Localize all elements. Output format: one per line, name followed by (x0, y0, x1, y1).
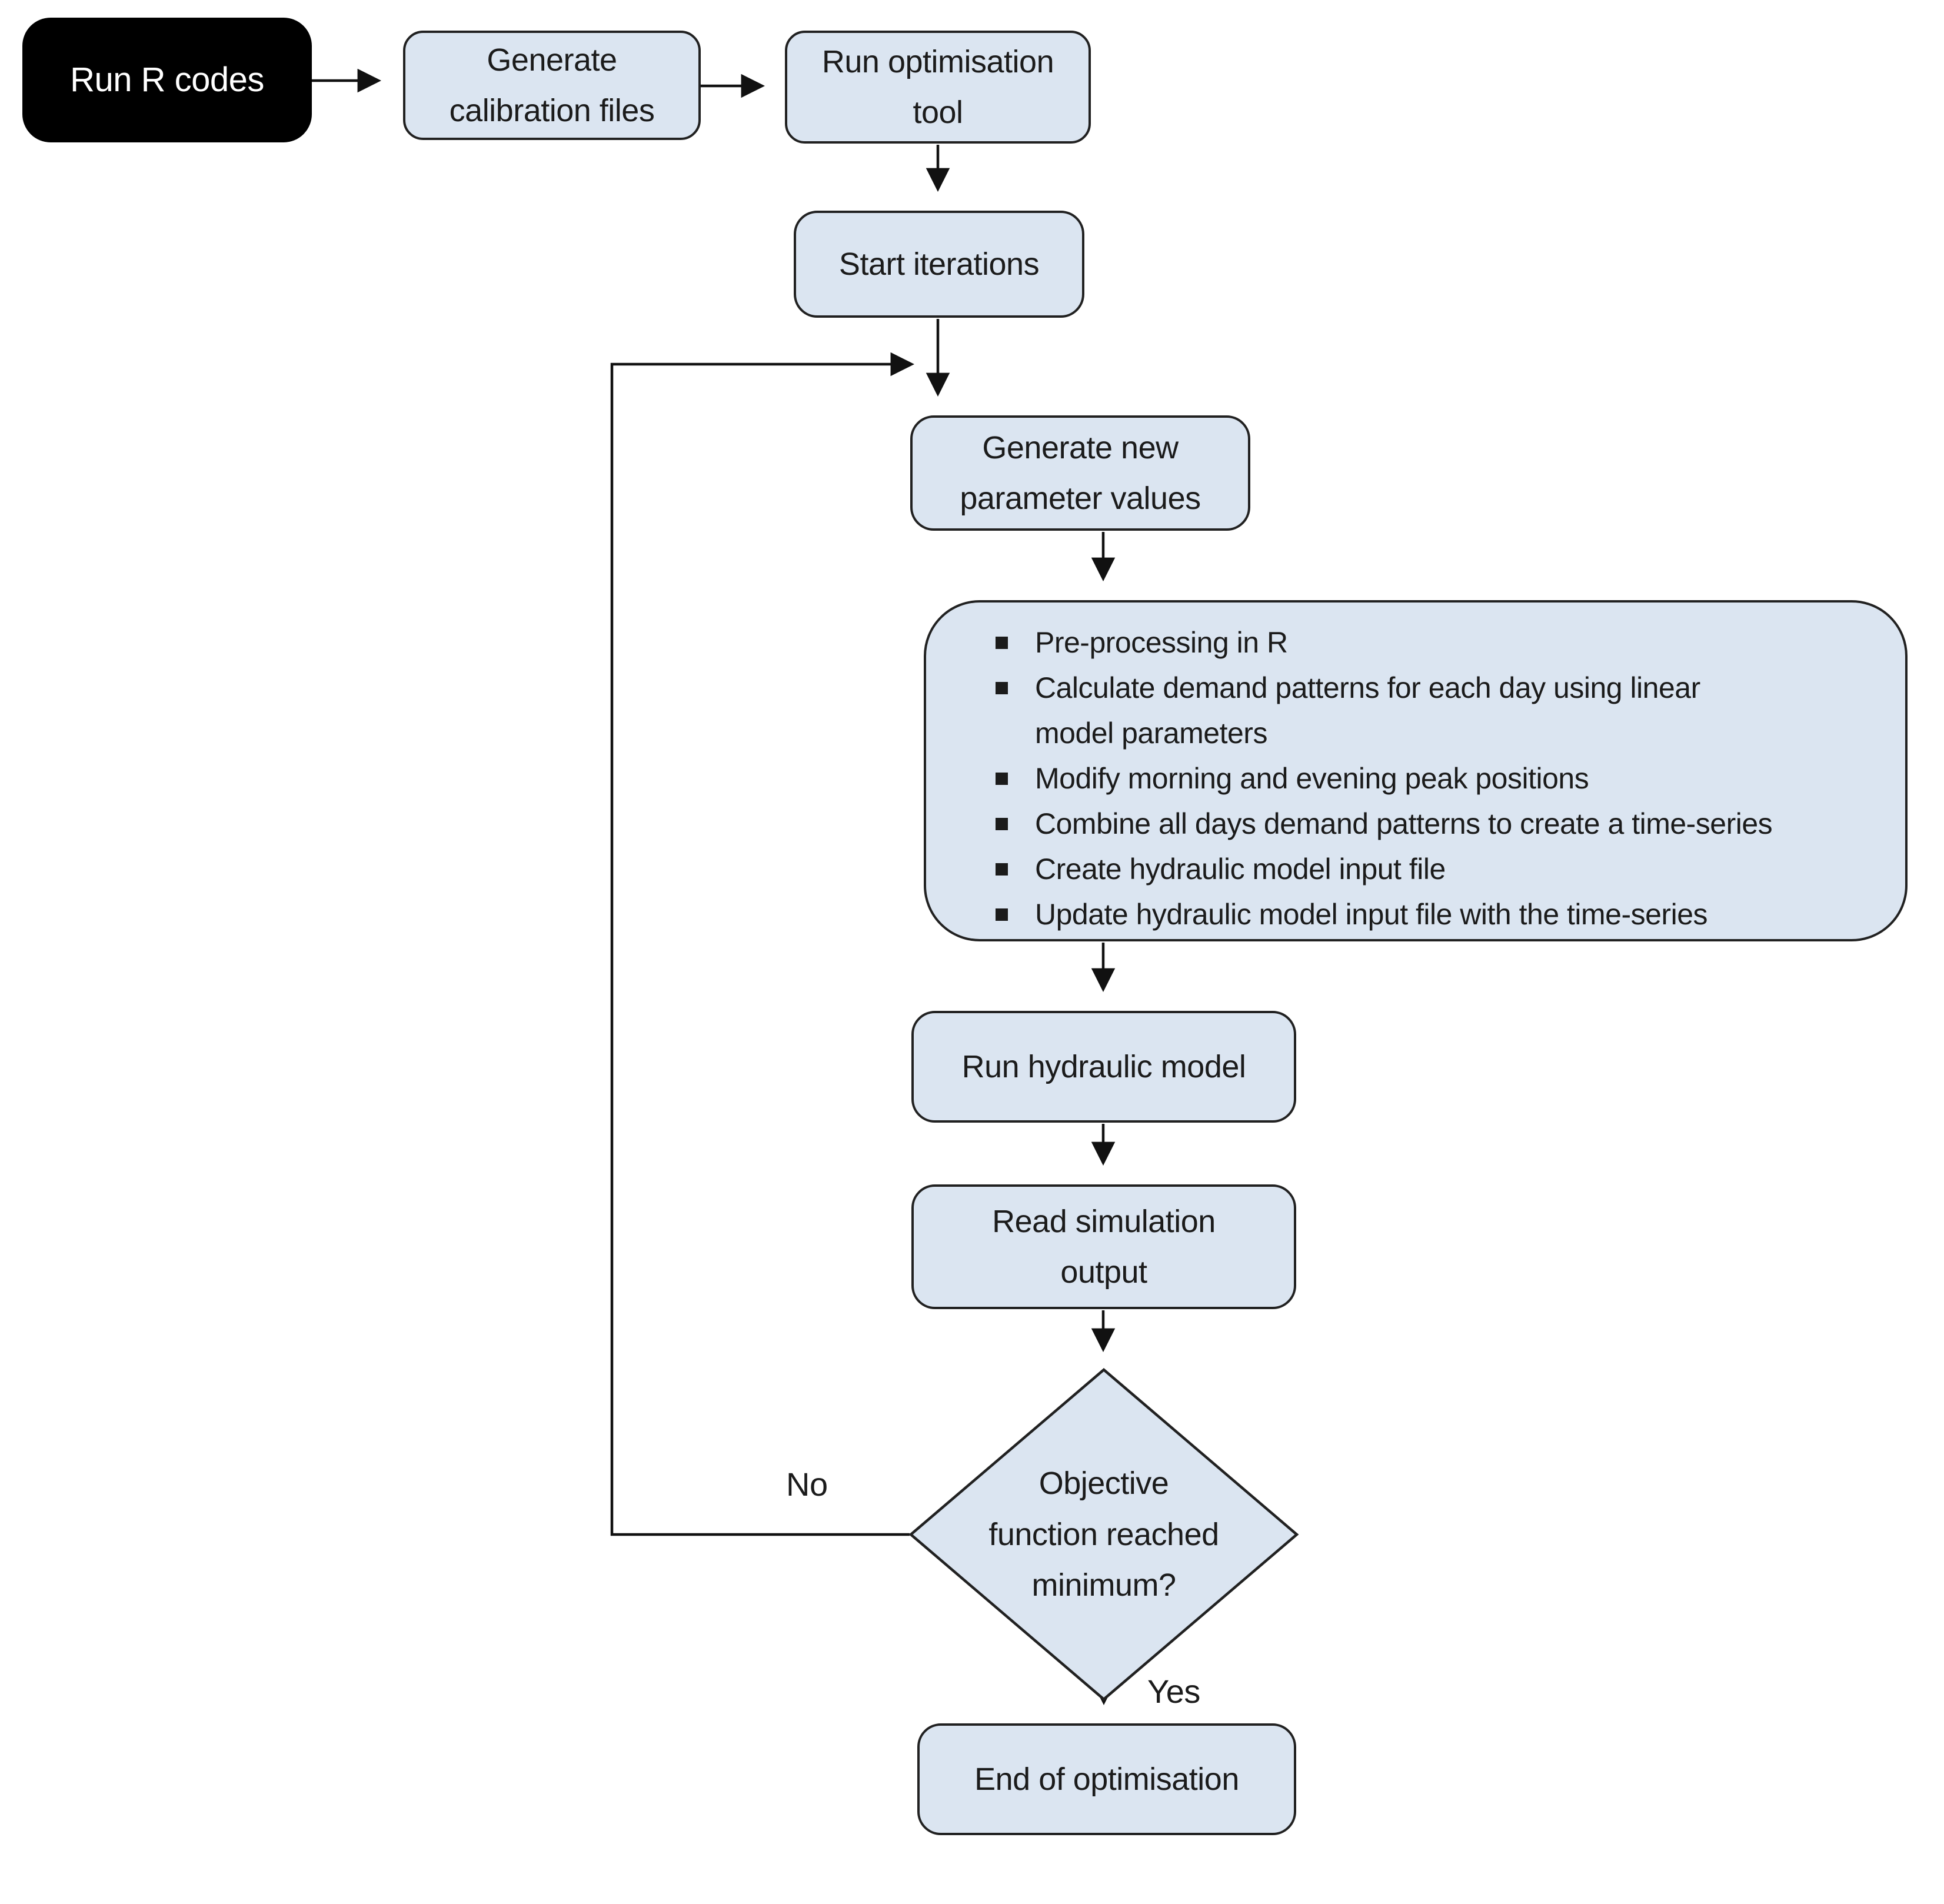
decision-label: Objective function reached minimum? (986, 1440, 1221, 1629)
node-generate-new-parameter-values: Generate new parameter values (910, 415, 1250, 531)
generate-new-parameter-values-label: Generate new parameter values (960, 430, 1201, 516)
node-start-iterations: Start iterations (794, 211, 1084, 318)
generate-calibration-files-label: Generate calibration files (449, 42, 655, 128)
edge-label-no: No (786, 1466, 828, 1503)
bullet-item: Pre-processing in R (979, 620, 1882, 665)
bullet-item: Modify morning and evening peak position… (979, 756, 1882, 801)
node-run-hydraulic-model: Run hydraulic model (911, 1011, 1296, 1123)
run-r-codes-label: Run R codes (70, 60, 264, 99)
run-optimisation-tool-label: Run optimisation tool (821, 44, 1054, 130)
node-end-of-optimisation: End of optimisation (917, 1723, 1296, 1835)
node-generate-calibration-files: Generate calibration files (403, 31, 701, 140)
arrow-no-loop-back (610, 352, 915, 1536)
bullet-item: Create hydraulic model input file (979, 847, 1882, 892)
run-hydraulic-model-label: Run hydraulic model (961, 1048, 1246, 1084)
bullet-item: Calculate demand patterns for each day u… (979, 665, 1765, 756)
decision-label-text: Objective function reached minimum? (988, 1466, 1219, 1603)
node-run-optimisation-tool: Run optimisation tool (785, 31, 1091, 144)
bullet-item: Combine all days demand patterns to crea… (979, 801, 1882, 847)
edge-label-yes: Yes (1147, 1673, 1200, 1710)
node-run-r-codes: Run R codes (22, 18, 312, 142)
decision-diamond (908, 1368, 1299, 1701)
bullet-item: Update hydraulic model input file with t… (979, 892, 1882, 937)
start-iterations-label: Start iterations (838, 246, 1040, 282)
node-read-simulation-output: Read simulation output (911, 1184, 1296, 1309)
end-of-optimisation-label: End of optimisation (974, 1761, 1239, 1797)
read-simulation-output-label: Read simulation output (992, 1203, 1216, 1290)
